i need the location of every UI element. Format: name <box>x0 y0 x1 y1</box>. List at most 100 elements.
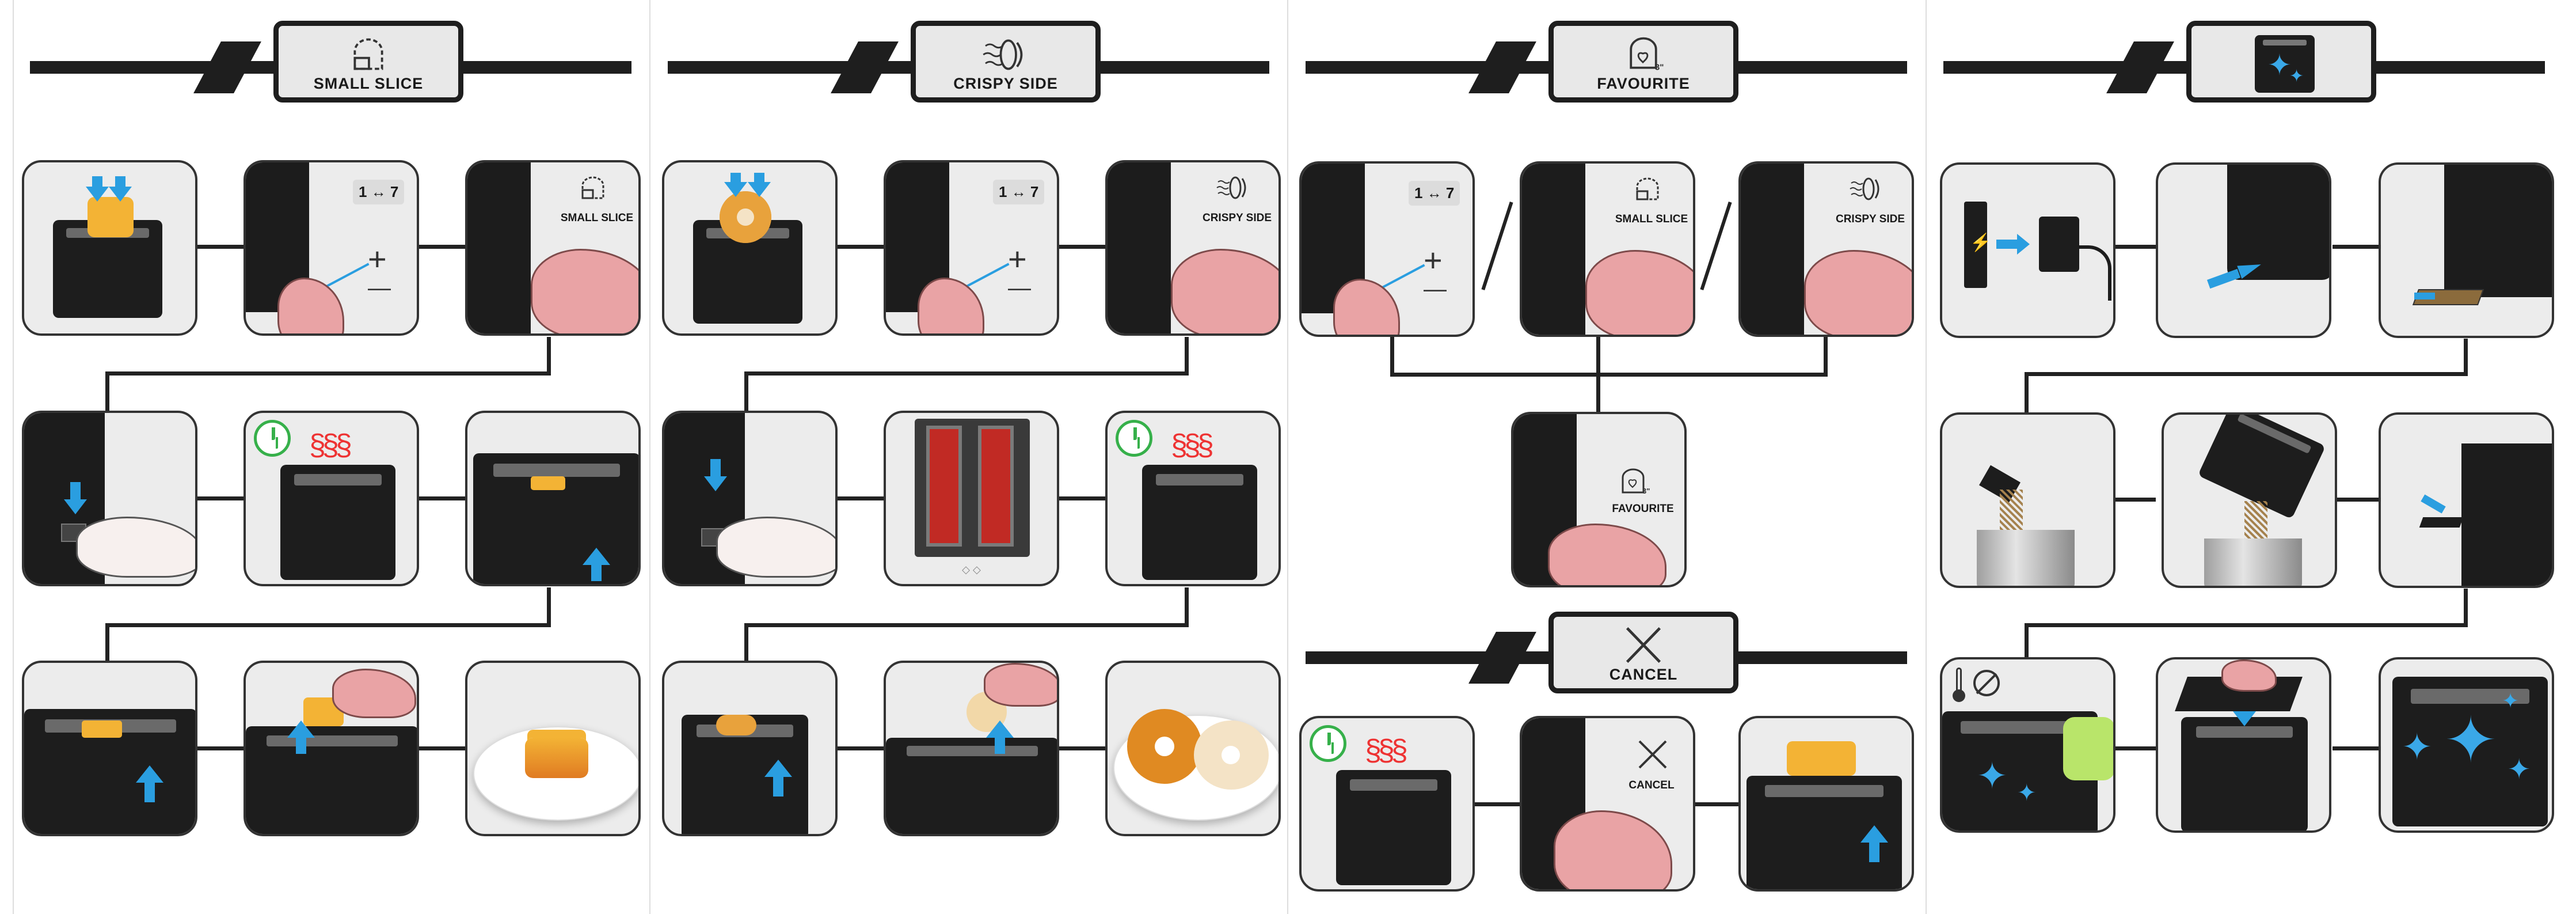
bagel <box>720 191 771 243</box>
connector-line <box>838 746 884 750</box>
connector-line <box>2115 498 2156 502</box>
header-crispy-side: CRISPY SIDE <box>911 21 1101 103</box>
crispy-side-icon <box>1848 176 1882 202</box>
connector-line <box>2115 746 2156 750</box>
header-label: SMALL SLICE <box>279 75 458 93</box>
arrow-icon <box>2421 494 2445 513</box>
arrow-down-icon <box>109 187 132 202</box>
step-remove-toast <box>243 661 419 836</box>
favourite-icon: 3" <box>1554 34 1733 74</box>
toaster-illustration <box>280 465 395 580</box>
favourite-option-browning: 1 ↔ 7 + — <box>1299 161 1475 337</box>
toaster-illustration <box>1336 770 1451 885</box>
toaster-illustration <box>473 453 640 586</box>
arrow-up-icon <box>287 720 315 738</box>
hand <box>1585 250 1695 337</box>
step-hold-favourite: 3" FAVOURITE <box>1511 412 1687 587</box>
browning-range: 1 ↔ 7 <box>353 180 404 204</box>
connector-line <box>1596 337 1600 412</box>
crumb-tray <box>2419 517 2464 528</box>
cancel-x-icon <box>1637 739 1668 770</box>
connector-line <box>2115 245 2156 249</box>
connector-line <box>1824 337 1828 373</box>
plus-icon: + <box>368 243 387 275</box>
small-slice-label: SMALL SLICE <box>554 212 640 225</box>
toaster-side <box>467 162 531 335</box>
arrow-down-icon <box>724 182 747 197</box>
column-separator <box>13 0 14 914</box>
connector-line <box>744 371 748 412</box>
step-reinsert-tray <box>2379 412 2554 588</box>
plug-icon <box>2039 217 2079 272</box>
connector-line <box>419 245 465 249</box>
connector-line <box>744 623 748 661</box>
toaster-illustration <box>886 738 1059 836</box>
step-press-crispy-side: CRISPY SIDE <box>1105 160 1281 336</box>
connector-line <box>197 746 243 750</box>
cleaning-cloth <box>2063 717 2115 780</box>
cleaning-sparkle-icon: ✦ ✦ <box>2255 35 2315 93</box>
cancel-x-icon <box>1554 625 1733 665</box>
connector-line <box>197 496 243 500</box>
minus-icon: — <box>368 272 391 304</box>
cancel-step-press: CANCEL <box>1520 716 1695 892</box>
cancel-label: CANCEL <box>1608 779 1695 792</box>
bread-slice <box>1787 741 1856 776</box>
step-lift-lever <box>22 661 197 836</box>
sparkle-icon: ✦ <box>2444 709 2497 772</box>
bread-slice <box>82 720 122 738</box>
small-slice-icon <box>1634 176 1662 202</box>
cancel-step-pop-up <box>1738 716 1914 892</box>
favourite-label: FAVOURITE <box>1600 503 1686 515</box>
small-slice-label: SMALL SLICE <box>1608 213 1695 226</box>
connector-line <box>105 371 109 412</box>
crispy-side-icon <box>916 34 1095 74</box>
column-separator <box>1926 0 1927 914</box>
arrow-up-icon <box>583 548 610 565</box>
connector-line <box>1475 802 1521 806</box>
connector-line <box>2333 746 2379 750</box>
hand <box>1171 249 1281 336</box>
bagel <box>1127 709 1202 784</box>
crispy-side-label: CRISPY SIDE <box>1827 213 1913 226</box>
minus-icon: — <box>1008 272 1031 304</box>
favourite-badge: 3" <box>1642 487 1650 495</box>
toaster-side <box>2461 443 2554 588</box>
connector-line <box>1185 337 1189 371</box>
step-shake-toaster <box>2162 412 2337 588</box>
connector-line <box>2025 623 2468 627</box>
no-icon <box>1973 670 2000 696</box>
header-label: CRISPY SIDE <box>916 75 1095 93</box>
step-unplug: ⚡ <box>1940 162 2115 338</box>
connector-line <box>419 496 465 500</box>
toaster-side <box>1108 162 1171 335</box>
arrow-up-icon <box>986 720 1014 738</box>
header-cancel: CANCEL <box>1548 612 1738 693</box>
step-insert-bagel <box>662 160 838 336</box>
bin <box>2204 538 2302 588</box>
connector-line <box>105 371 551 376</box>
heating-element <box>926 426 962 547</box>
heat-icon: §§§ <box>1365 735 1405 765</box>
step-press-small-slice: SMALL SLICE <box>465 160 641 336</box>
bin <box>1977 530 2075 588</box>
bagel-half <box>1194 720 1269 790</box>
step-serve-toast <box>465 661 641 836</box>
connector-line <box>105 623 109 661</box>
cancel-step-toasting: §§§ <box>1299 716 1475 892</box>
toaster-side <box>1741 164 1804 336</box>
favourite-icon: 3" <box>1619 466 1654 495</box>
header-label: FAVOURITE <box>1554 75 1733 93</box>
connector-line <box>419 746 465 750</box>
header-label: CANCEL <box>1554 666 1733 684</box>
connector-line <box>1059 496 1105 500</box>
small-slice-icon <box>579 175 608 200</box>
arrow-up-icon <box>764 760 792 777</box>
connector-line <box>2025 623 2029 658</box>
connector-line <box>2025 372 2029 412</box>
connector-line <box>1390 373 1828 377</box>
step-cool-down <box>2156 162 2331 338</box>
step-pop-up <box>465 411 641 586</box>
connector-line <box>2333 498 2379 502</box>
timer-icon <box>1116 420 1152 457</box>
